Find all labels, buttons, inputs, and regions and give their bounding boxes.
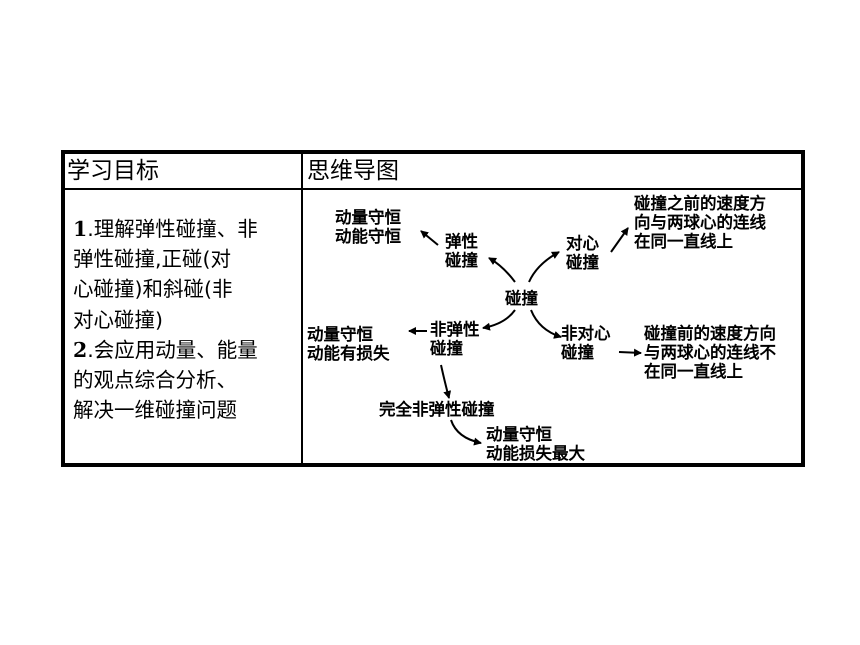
table-border bbox=[61, 150, 805, 467]
objective-line: 的观点综合分析、 bbox=[73, 367, 237, 392]
node-inelastic-result: 动量守恒 动能有损失 bbox=[307, 325, 390, 363]
node-elastic-result: 动量守恒 动能守恒 bbox=[335, 208, 401, 246]
node-elastic: 弹性 碰撞 bbox=[445, 232, 478, 270]
arrow-to-elastic bbox=[488, 257, 516, 283]
header-divider bbox=[61, 188, 805, 190]
objective-line: 弹性碰撞,正碰(对 bbox=[73, 247, 232, 272]
mind-map-arrows bbox=[408, 227, 642, 446]
node-noncentral: 非对心 碰撞 bbox=[561, 324, 611, 362]
arrow-to-central bbox=[528, 251, 560, 283]
node-central: 对心 碰撞 bbox=[566, 234, 599, 272]
node-central-result: 碰撞之前的速度方 向与两球心的连线 在同一直线上 bbox=[634, 194, 766, 251]
mind-map: 碰撞 弹性 碰撞 动量守恒 动能守恒 非弹性 碰撞 动量守恒 动能有损失 完全非… bbox=[303, 190, 803, 463]
arrow-noncentral-result bbox=[618, 348, 642, 357]
objective-line: 对心碰撞) bbox=[73, 307, 163, 332]
arrow-elastic-result bbox=[420, 230, 439, 246]
arrow-to-inelastic bbox=[482, 309, 516, 331]
arrow-to-noncentral bbox=[530, 309, 562, 339]
node-inelastic: 非弹性 碰撞 bbox=[430, 320, 480, 358]
node-collision: 碰撞 bbox=[505, 289, 538, 308]
node-perfect-inelastic-result: 动量守恒 动能损失最大 bbox=[486, 425, 585, 463]
node-perfect-inelastic: 完全非弹性碰撞 bbox=[379, 400, 495, 419]
objective-line: 解决一维碰撞问题 bbox=[73, 398, 237, 423]
objective-line: 2.会应用动量、能量 bbox=[73, 337, 258, 362]
header-learning-objectives: 学习目标 bbox=[67, 158, 159, 184]
arrow-to-perfect bbox=[440, 364, 452, 399]
header-mind-map: 思维导图 bbox=[307, 158, 399, 184]
arrow-perfect-result bbox=[450, 419, 482, 446]
objective-line: 1.理解弹性碰撞、非 bbox=[73, 217, 258, 241]
node-noncentral-result: 碰撞前的速度方向 与两球心的连线不 在同一直线上 bbox=[644, 324, 776, 381]
objectives-text: 1.理解弹性碰撞、非 弹性碰撞,正碰(对 心碰撞)和斜碰(非 对心碰撞) 2.会… bbox=[73, 214, 297, 425]
arrow-central-result bbox=[610, 227, 629, 253]
column-divider bbox=[301, 150, 303, 467]
objective-line: 心碰撞)和斜碰(非 bbox=[73, 277, 233, 302]
